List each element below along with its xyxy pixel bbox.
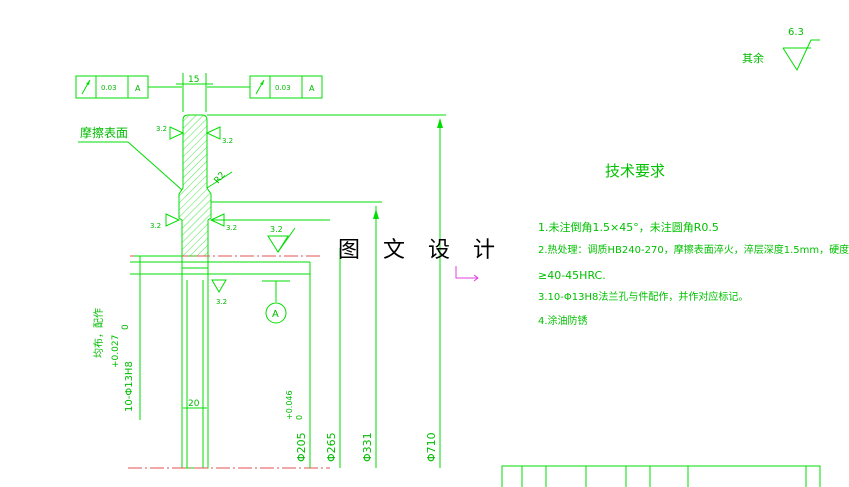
tolerance-frame-left: 0.03 A: [75, 75, 182, 99]
datum-a-marker: A: [262, 280, 290, 324]
part-profile: [178, 114, 212, 469]
magenta-marker: [455, 266, 479, 282]
tech-requirement-2b: ≥40-45HRC.: [538, 269, 606, 282]
diameter-dimensions: Φ205 +0.046 0 Φ265 Φ331 Φ710: [207, 114, 446, 468]
datum-a-label: A: [272, 309, 279, 320]
tolerance-frame-right: 0.03 A: [207, 75, 323, 99]
roughness-3-2-b: 3.2: [222, 137, 233, 145]
tolerance-right-value: 0.03: [275, 84, 291, 92]
tech-requirements-title: 技术要求: [605, 162, 666, 180]
dia-331: Φ331: [361, 432, 374, 462]
title-block: [501, 465, 821, 487]
roughness-3-2-d: 3.2: [226, 224, 237, 232]
tolerance-left-datum: A: [135, 84, 141, 93]
radius-label: R2: [213, 170, 228, 186]
dia-710: Φ710: [425, 432, 438, 462]
roughness-3-2-e: 3.2: [270, 225, 283, 234]
roughness-3-2-a: 3.2: [156, 125, 167, 133]
dimension-20-text: 20: [188, 399, 200, 409]
roughness-3-2-f: 3.2: [216, 298, 227, 306]
engineering-drawing: 其余 6.3 0.03 A 0.03 A 15: [75, 27, 821, 487]
general-roughness-symbol: 其余 6.3: [742, 27, 820, 72]
watermark-text: 图 文 设 计: [338, 238, 503, 263]
tech-requirement-3: 3.10-Φ13H8法兰孔与件配作，并作对应标记。: [538, 292, 749, 303]
friction-surface-label: 摩擦表面: [80, 125, 128, 140]
roughness-rest-label: 其余: [742, 51, 764, 65]
tolerance-left-value: 0.03: [101, 84, 117, 92]
left-dimensions: 10-Φ13H8 均布，配作 +0.027 0: [93, 255, 182, 420]
dia-265: Φ265: [325, 432, 338, 462]
holes-note: 均布，配作: [93, 308, 105, 358]
dia-205-tol-upper: +0.046: [285, 390, 294, 420]
holes-tol-zero: 0: [121, 324, 131, 330]
tech-requirement-1: 1.未注倒角1.5×45°，未注圆角R0.5: [538, 221, 719, 234]
holes-tol-plus: +0.027: [111, 335, 121, 368]
dimension-15-text: 15: [188, 75, 199, 85]
roughness-symbols: 3.2 3.2 3.2 3.2 3.2 3.2: [150, 125, 296, 306]
dia-205: Φ205: [295, 432, 308, 462]
tech-requirement-2: 2.热处理：调质HB240-270，摩擦表面淬火，淬层深度1.5mm，硬度: [538, 245, 849, 256]
dia-205-tol-lower: 0: [295, 415, 304, 420]
holes-label: 10-Φ13H8: [124, 361, 135, 412]
tech-requirement-4: 4.涂油防锈: [538, 316, 588, 327]
roughness-rest-value: 6.3: [788, 27, 804, 38]
roughness-3-2-c: 3.2: [150, 222, 161, 230]
dimension-20: 20: [183, 399, 207, 409]
dimension-15: 15: [176, 73, 213, 112]
friction-surface-callout: 摩擦表面: [78, 125, 183, 191]
tolerance-right-datum: A: [309, 84, 315, 93]
